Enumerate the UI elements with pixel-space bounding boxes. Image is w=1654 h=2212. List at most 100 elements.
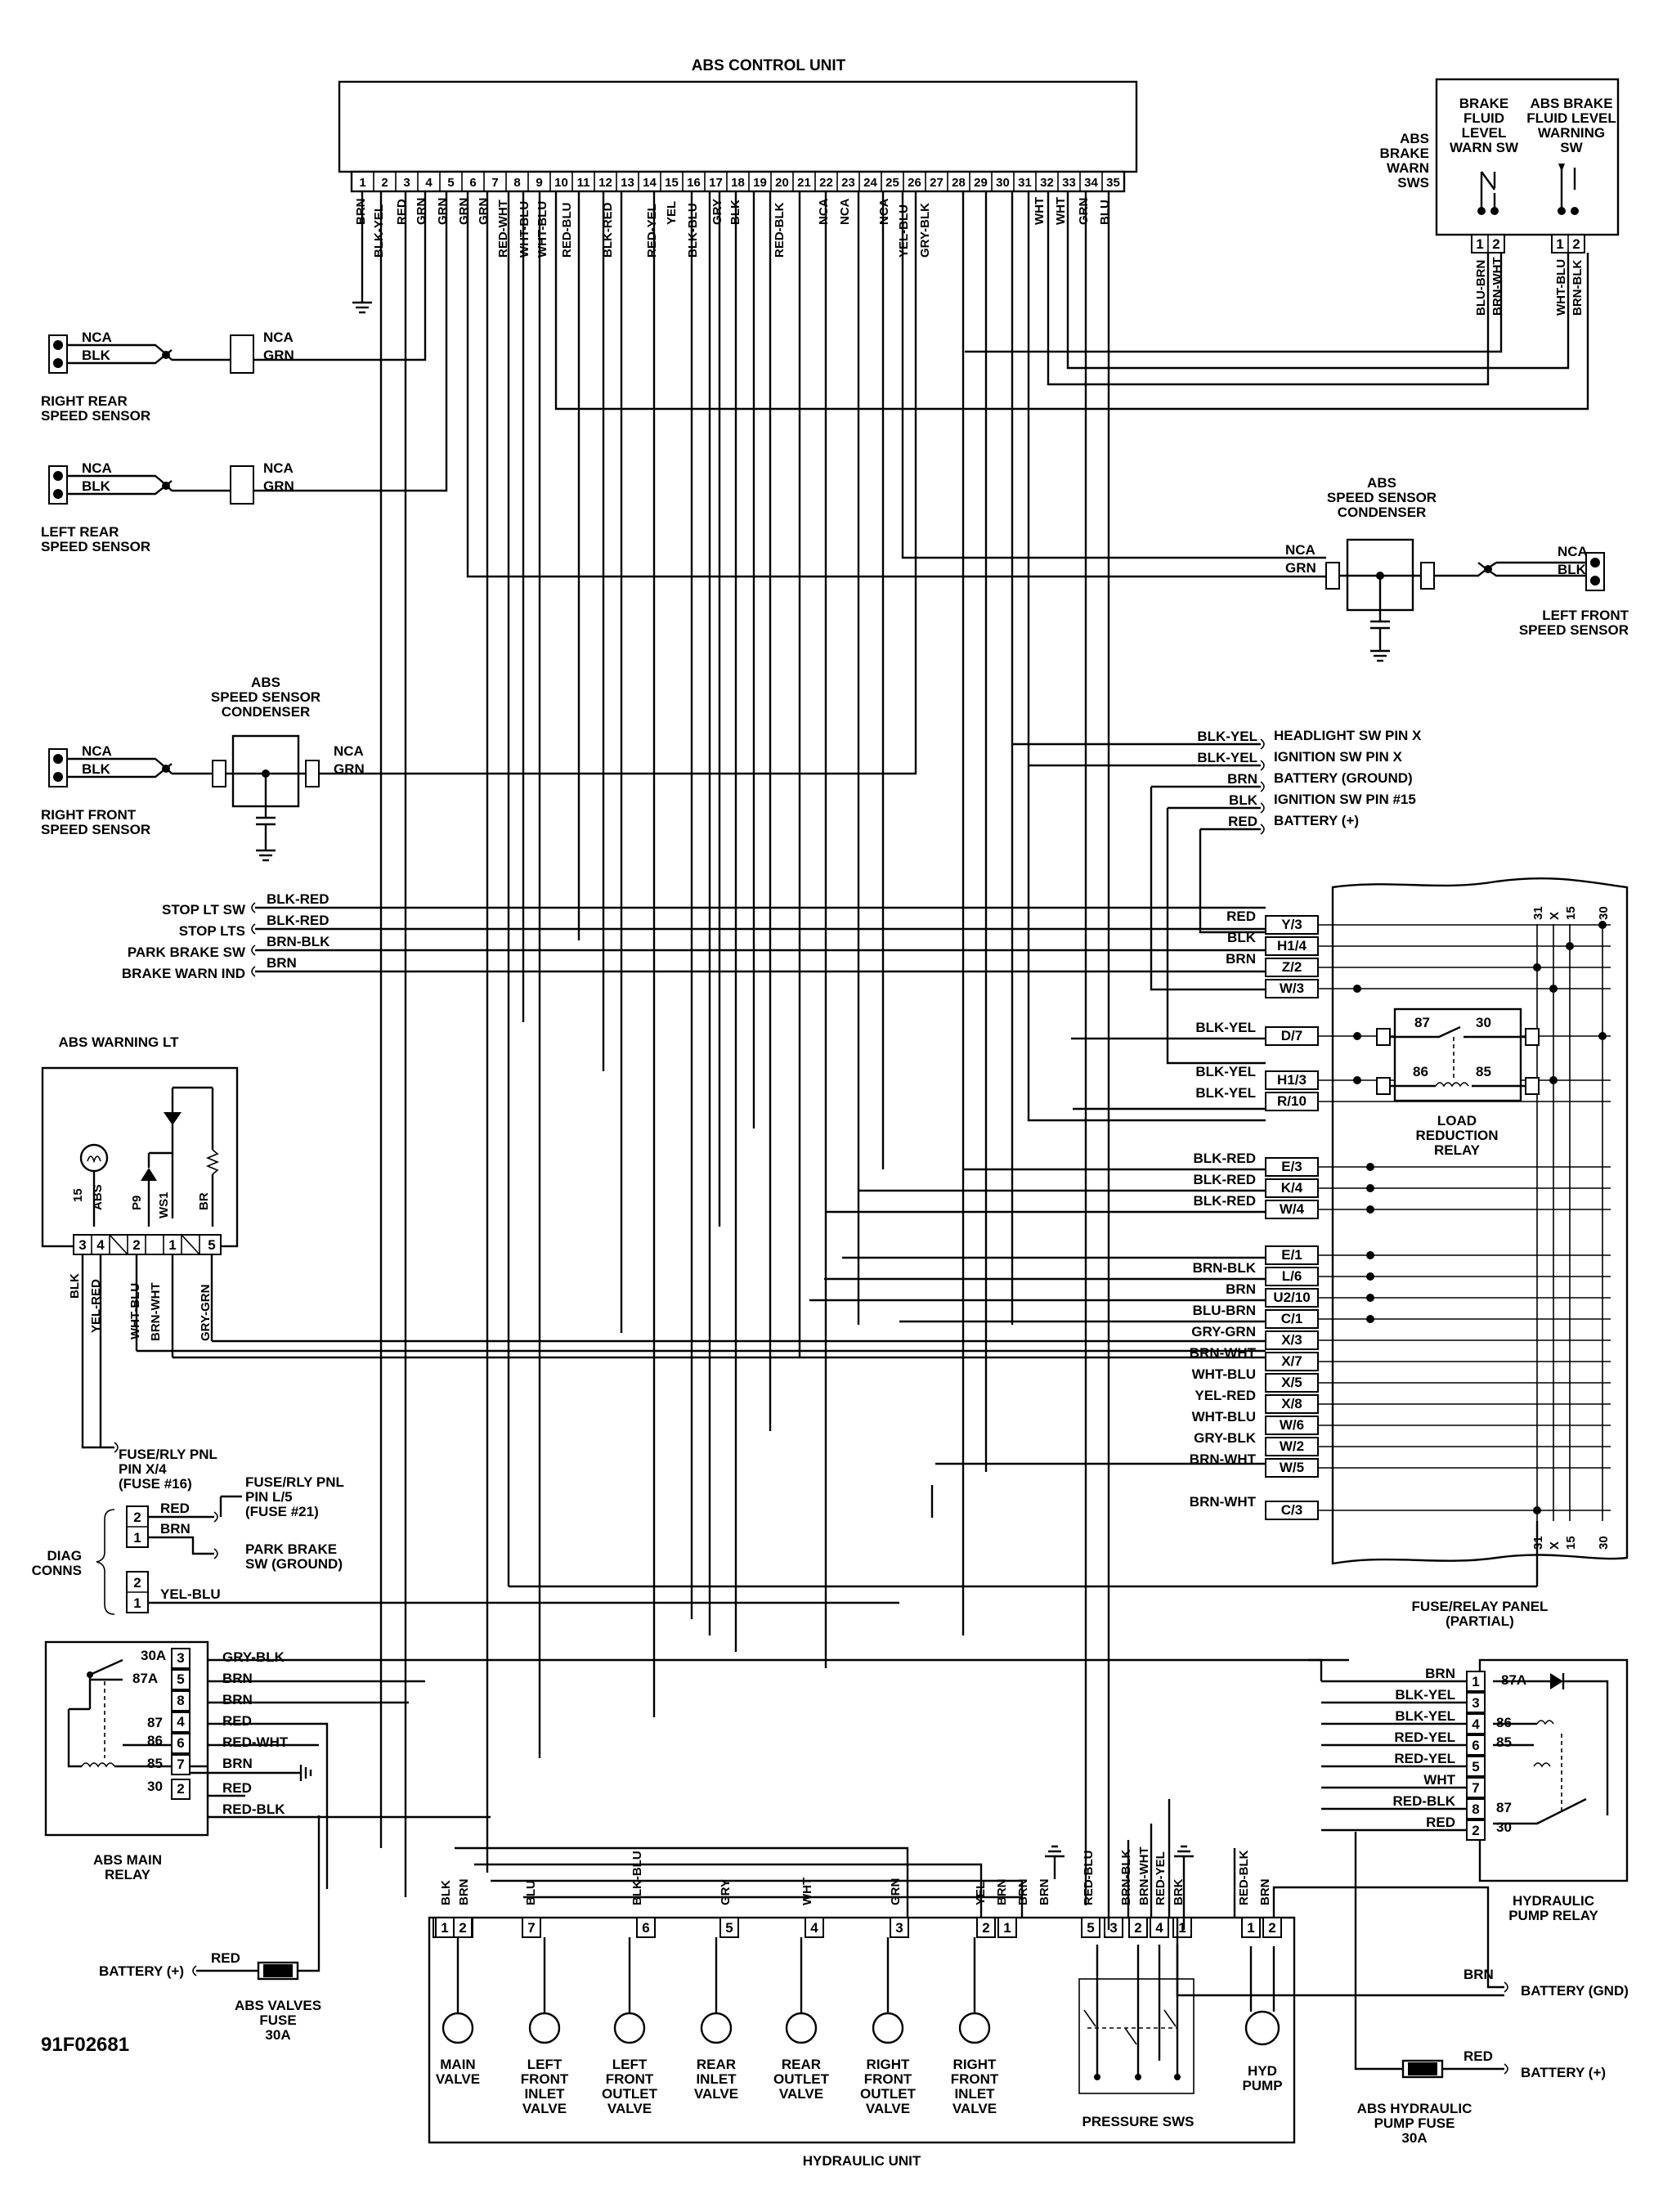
main-relay-pin-box [171,1669,191,1690]
hu-pin-1: 1 [441,1920,448,1936]
panel-terminal-wire: BRN [1226,1281,1256,1297]
hu-pin-5: 5 [1087,1920,1094,1936]
feed-wire-5: RED [1228,814,1257,829]
panel-terminal-wire: BLK-YEL [1195,1085,1256,1101]
wlt-pin-4: 4 [96,1237,105,1253]
hu-pin-4: 4 [810,1920,818,1936]
sw2-title-2: FLUID LEVEL [1526,110,1616,126]
mr-title-1: ABS MAIN [93,1852,162,1868]
mr-wire-brn-3: BRN [222,1756,253,1771]
mr-term-87: 87 [147,1715,163,1730]
wlt-fuse-note-1: FUSE/RLY PNL [119,1447,217,1462]
acu-pin-12: 12 [598,176,612,190]
sw-feed-wire-1: BLK-RED [267,891,329,907]
panel-terminal-wire: WHT-BLU [1192,1409,1256,1425]
wire-routes [99,191,1589,1930]
acu-wire-label: YEL [665,201,679,225]
rf-sensor-title-1: RIGHT FRONT [41,807,137,823]
valve-label: INLET [696,2071,737,2087]
acu-pin-32: 32 [1040,176,1054,190]
acu-wire-label: WHT-BLU [536,201,549,258]
abs-control-unit-body [338,80,1138,173]
panel-terminal-wire: BLU-BRN [1193,1303,1256,1318]
pump-relay-pin-4: 4 [1472,1716,1480,1732]
sw2-title-3: WARNING [1538,125,1605,141]
hu-pin-1: 1 [1178,1920,1186,1936]
valves-fuse-title-1: ABS VALVES [235,1998,321,2013]
mr-wire-brn-2: BRN [222,1692,253,1707]
abs-hydraulic-pump-fuse: RED BATTERY (+) ABS HYDRAULIC PUMP FUSE … [1354,1832,1606,2146]
bus-label-30-top: 30 [1597,906,1611,920]
abs-warning-light: ABS WARNING LT 15 ABS P9 WS1 BR 3 4 2 1 … [41,1034,239,1492]
lf-sensor-wire-2: BLK [1558,562,1587,577]
panel-terminal-wire: YEL-RED [1195,1388,1256,1403]
acu-pin-5: 5 [447,176,454,190]
hu-pin-box [1128,1917,1148,1938]
pr-term-30: 30 [1496,1819,1512,1835]
acu-pin-26: 26 [908,176,921,190]
diag-c1-wire-brn: BRN [160,1521,191,1537]
main-relay-pin-4: 4 [177,1714,185,1730]
valve-label: INLET [524,2086,565,2102]
pump-relay-pin-2: 2 [1472,1823,1479,1838]
bus-label-30-bottom: 30 [1597,1536,1611,1550]
mr-term-30a: 30A [141,1648,166,1663]
pressure-sws-label: PRESSURE SWS [1082,2114,1195,2129]
hu-pin-2: 2 [459,1920,466,1936]
hu-top-wire-label: GRY [719,1879,733,1905]
main-relay-pin-8: 8 [177,1693,184,1708]
panel-terminal-wire: BRN-BLK [1193,1260,1257,1276]
wlt-wire-wht-blu: WHT-BLU [128,1283,142,1339]
hu-pin-box [719,1917,739,1938]
bus-label-31-bottom: 31 [1531,1536,1545,1550]
panel-terminal-x-5: X/5 [1281,1375,1302,1390]
acu-wire-label: BRN [354,199,368,226]
valve-label: VALVE [436,2071,480,2087]
panel-terminal-x-3: X/3 [1281,1332,1302,1348]
acu-pin-3: 3 [403,176,410,190]
acu-wire-label: RED-YEL [645,204,659,258]
battery-ground-feed: BRN BATTERY (GND) [1176,1886,1629,1999]
fuse-relay-panel: 31 X 15 30 31 X 15 30 Y/3REDH1/4BLKZ/2BR… [1190,877,1629,1629]
valve-label: REAR [782,2057,821,2072]
acu-pin-29: 29 [974,176,988,190]
rf-condenser-title-2: SPEED SENSOR [211,689,320,705]
acu-wire-label: NCA [877,198,891,225]
acu-wire-label: GRN [1077,198,1091,225]
wlt-pin-3: 3 [78,1237,86,1253]
diag-c1-pin-2: 2 [133,1510,141,1525]
wlt-pinlabel-ws1: WS1 [157,1191,171,1218]
valve-label: VALVE [779,2086,823,2102]
valve-label: FRONT [521,2071,569,2087]
hu-top-wire-label: BRN [457,1879,471,1906]
right-front-speed-sensor: NCA BLK RIGHT FRONT SPEED SENSOR [41,743,213,837]
rf-mid-wire-1: NCA [334,743,364,759]
acu-wire-label: WHT-BLU [518,201,531,258]
pump-relay-pin-7: 7 [1472,1780,1479,1796]
pump-relay-pin-6: 6 [1472,1738,1479,1753]
valve-label: INLET [954,2086,995,2102]
lf-sensor-title-1: LEFT FRONT [1542,608,1629,623]
acu-wire-label: BLU [1098,200,1112,225]
bus-label-15-bottom: 15 [1564,1536,1578,1550]
pump-relay-pin-3: 3 [1472,1695,1479,1711]
pump-relay-wire: RED-BLK [1393,1793,1456,1809]
pump-relay-wire: RED-YEL [1394,1730,1455,1745]
hu-pin-box [1241,1917,1261,1938]
pump-relay-pin-1: 1 [1472,1674,1479,1689]
sw1-title-4: WARN SW [1450,140,1519,155]
sw-feed-wire-4: BRN [267,955,297,971]
acu-pin-18: 18 [731,176,745,190]
diag-note1-1: FUSE/RLY PNL [245,1474,344,1490]
panel-terminal-u2-10: U2/10 [1273,1290,1310,1305]
rf-condenser-title-3: CONDENSER [222,704,311,720]
hu-top-wire-label: BRN [995,1879,1009,1906]
acu-wire-label: BLK-BLU [686,203,700,258]
acu-pin-19: 19 [753,176,767,190]
hu-pin-box [636,1917,656,1938]
panel-terminal-wire: BRN-WHT [1190,1494,1257,1510]
sw2-wire-2: BRN-BLK [1571,260,1585,316]
valve-label: REAR [697,2057,736,2072]
